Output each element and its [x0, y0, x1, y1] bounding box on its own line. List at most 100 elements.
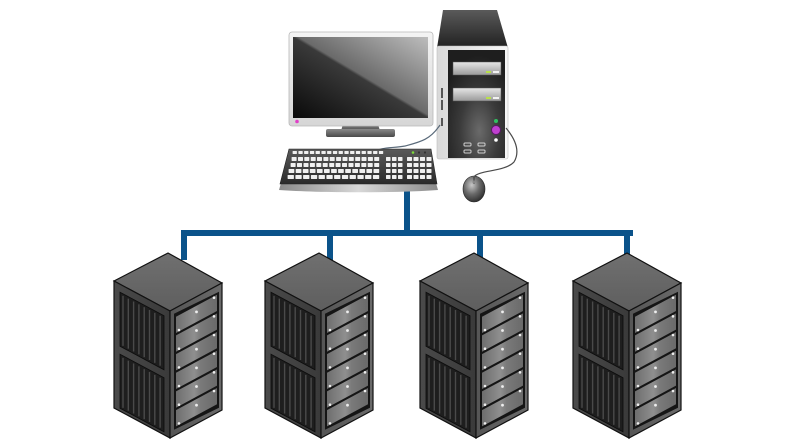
drive-bay: [635, 313, 676, 352]
drive-bay-led: [654, 310, 657, 314]
status-led: [494, 119, 498, 123]
key: [354, 163, 360, 167]
drive-bay-led: [177, 403, 181, 407]
vent-panel-frame: [119, 291, 165, 371]
drive-bay-led: [483, 366, 487, 369]
drive-bay: [176, 369, 217, 408]
key: [290, 163, 296, 167]
key: [303, 163, 309, 167]
network-connection: [181, 188, 633, 260]
server-2: Server 2: [263, 252, 375, 440]
drive-bay-led: [518, 352, 522, 355]
key: [326, 175, 333, 179]
drive-bay-led: [195, 310, 198, 314]
drive-bay-led: [363, 371, 367, 374]
key: [374, 163, 380, 167]
drive-bay-led: [501, 366, 504, 370]
connection-trunk: [404, 188, 410, 235]
drive-bay: [482, 294, 523, 334]
key: [407, 175, 412, 179]
key: [327, 151, 332, 154]
drive-bay-led: [177, 328, 181, 332]
drive-bay-led: [195, 385, 198, 388]
key: [349, 175, 356, 179]
key: [352, 169, 358, 173]
key: [341, 175, 349, 179]
drive-bays: [174, 291, 219, 430]
key: [288, 169, 295, 173]
key: [420, 157, 425, 161]
key: [336, 157, 342, 161]
key: [297, 163, 302, 167]
drive-bay-led: [636, 366, 640, 369]
drive-bay: [327, 350, 368, 390]
key: [318, 175, 325, 179]
key: [407, 157, 412, 161]
key: [316, 163, 322, 167]
key: [338, 151, 343, 154]
drive-bay-led: [177, 347, 181, 351]
drive-bay: [635, 332, 676, 371]
vent-panel: [270, 353, 316, 433]
drive-bay-led: [518, 371, 522, 374]
drive-bay-led: [328, 366, 332, 369]
drive-bay: [176, 313, 217, 352]
drive-bay-led: [195, 329, 198, 332]
key: [372, 175, 380, 179]
drive-bay: [482, 332, 523, 371]
drive-bay: [327, 388, 368, 427]
drive-bay-led: [212, 371, 216, 374]
key: [386, 163, 391, 167]
key: [295, 175, 302, 179]
key: [342, 163, 347, 167]
key: [292, 151, 297, 154]
drive-bay-led: [195, 366, 198, 370]
key: [310, 157, 316, 161]
key: [329, 157, 335, 161]
vent-panel: [270, 291, 316, 371]
key: [398, 163, 403, 167]
key: [407, 163, 412, 167]
drive-bay-led: [671, 352, 675, 355]
key: [287, 175, 294, 179]
monitor-screen: [293, 37, 428, 118]
key: [398, 169, 403, 173]
mouse-cable: [473, 127, 518, 178]
drive-bay-led: [346, 385, 349, 388]
drive-bay-led: [483, 422, 487, 425]
key: [357, 175, 364, 179]
vent-panel-frame: [270, 291, 316, 371]
drive-bay-led: [363, 352, 367, 355]
drive-bay: [635, 388, 676, 427]
mouse: [462, 175, 486, 203]
drive-bay-led: [195, 403, 198, 407]
key: [350, 151, 355, 154]
desktop-computer: [279, 10, 518, 203]
drive-bay-led: [671, 315, 675, 318]
key: [392, 175, 397, 179]
keyboard: [279, 148, 438, 193]
drive-bay-led: [518, 389, 522, 393]
drive-bay-led: [636, 347, 640, 351]
monitor-stand-base: [326, 129, 395, 137]
optical-drive-1: [452, 61, 502, 76]
key: [392, 169, 397, 173]
vent-panel-frame: [425, 353, 471, 433]
vent-panel-frame: [578, 291, 624, 371]
drive-bay: [327, 313, 368, 352]
key: [367, 151, 372, 154]
key: [298, 151, 303, 154]
connection-drop-3: [477, 230, 483, 260]
drive-bay: [482, 388, 523, 427]
drive-bay-led: [363, 389, 367, 393]
drive-bay: [176, 294, 217, 334]
key: [309, 163, 315, 167]
drive-bay-led: [636, 384, 640, 388]
key: [365, 175, 372, 179]
monitor-power-led: [295, 119, 299, 124]
vent-panel: [578, 291, 624, 371]
key: [322, 163, 328, 167]
drive-bay-led: [654, 347, 657, 351]
vent-panel: [425, 291, 471, 371]
key: [378, 151, 384, 154]
